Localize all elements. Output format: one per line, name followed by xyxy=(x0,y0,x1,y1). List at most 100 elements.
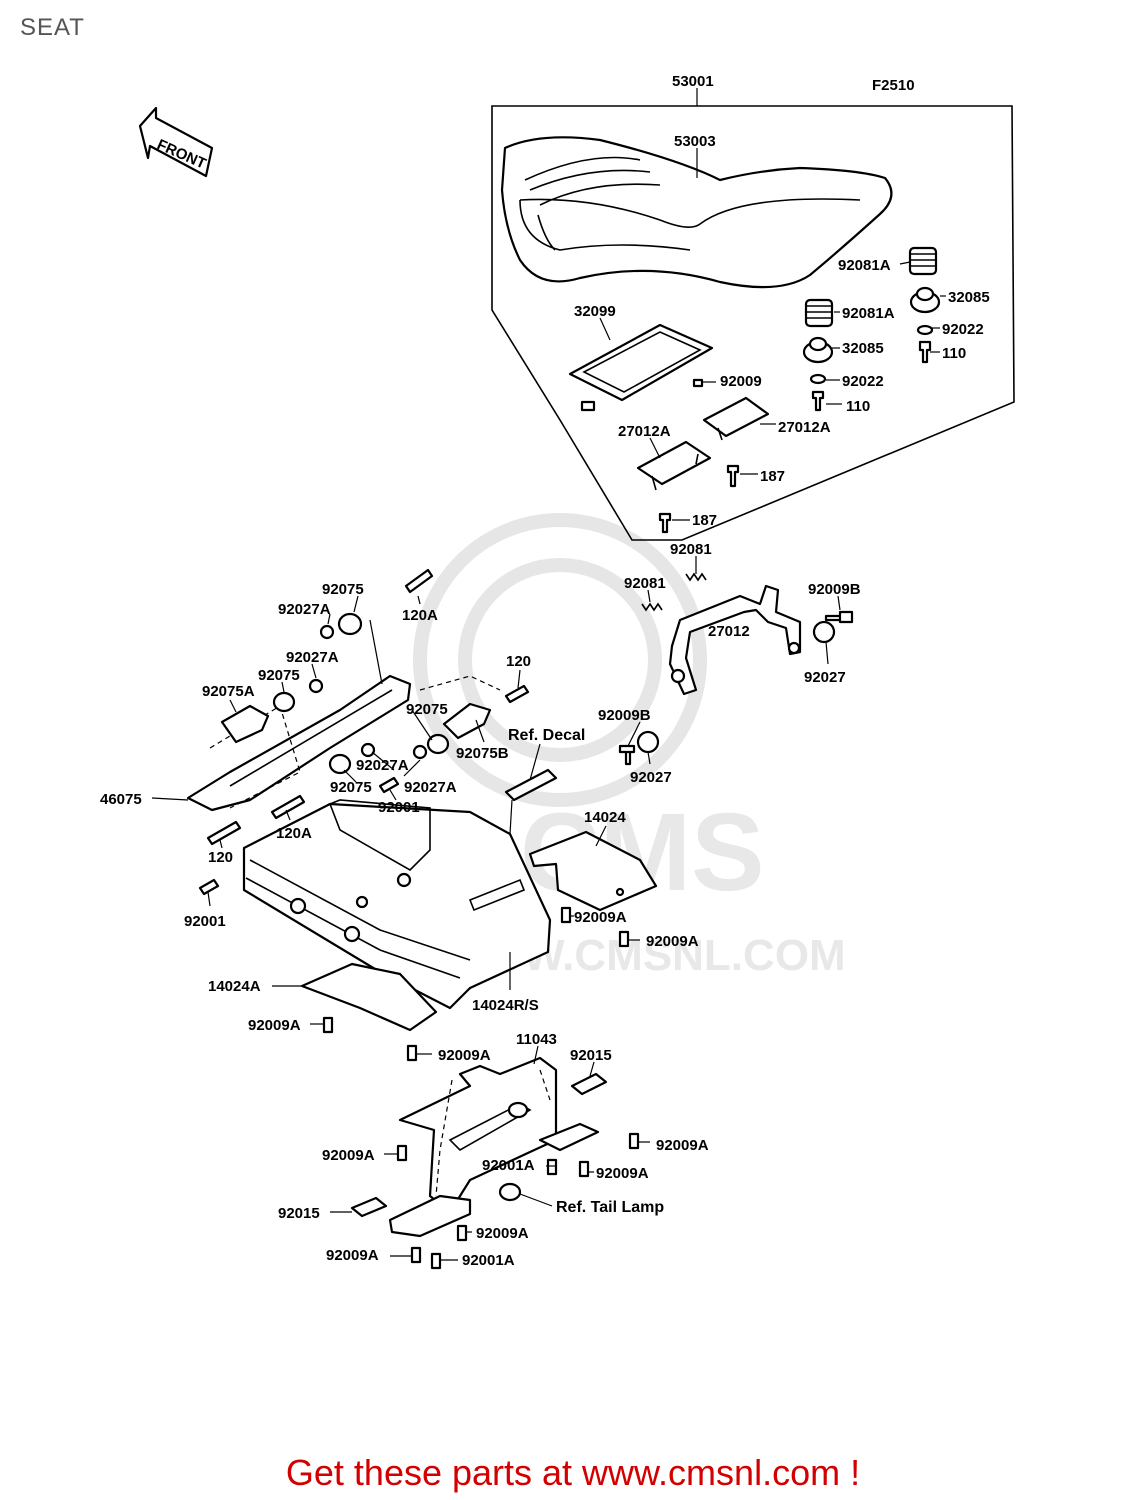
label-92027: 92027 xyxy=(804,669,846,686)
label-92009A: 92009A xyxy=(596,1165,649,1182)
leader-lines xyxy=(151,261,946,1261)
screw-92001-a xyxy=(378,776,400,794)
label-92009A: 92009A xyxy=(322,1147,375,1164)
label-92027A: 92027A xyxy=(286,649,339,666)
bolt-92009A-d xyxy=(406,1044,418,1062)
label-92009B: 92009B xyxy=(808,581,861,598)
label-92075A: 92075A xyxy=(202,683,255,700)
label-120A: 120A xyxy=(276,825,312,842)
label-14024: 14024 xyxy=(584,809,626,826)
label-11043: 11043 xyxy=(516,1031,557,1048)
label-92009A: 92009A xyxy=(476,1225,529,1242)
nut-92027A-c xyxy=(412,744,428,760)
bush-92075-d xyxy=(328,753,352,775)
label-46075: 46075 xyxy=(100,791,142,808)
bolt-187-b xyxy=(658,512,672,534)
bolt-120A-b xyxy=(270,794,306,820)
label-92001A: 92001A xyxy=(482,1157,535,1174)
label-27012A: 27012A xyxy=(618,423,671,440)
label-120: 120 xyxy=(506,653,531,670)
bush-92075-b xyxy=(272,691,296,713)
footer-link[interactable]: Get these parts at www.cmsnl.com ! xyxy=(285,1452,861,1493)
label-92009: 92009 xyxy=(720,373,762,390)
bush-92075A xyxy=(220,704,270,744)
label-92075: 92075 xyxy=(322,581,364,598)
label-14024RS: 14024R/S xyxy=(472,997,539,1014)
bolt-110-a xyxy=(918,340,932,364)
bolt-92009A-c xyxy=(322,1016,334,1034)
spring-92081-b xyxy=(641,602,663,612)
washer-92022-a xyxy=(916,324,934,336)
label-27012: 27012 xyxy=(708,623,750,640)
label-92022: 92022 xyxy=(842,373,884,390)
bolt-120A-a xyxy=(404,568,434,594)
spring-92081A-a xyxy=(908,246,938,276)
bush-92075-c xyxy=(426,733,450,755)
clip-92015-a xyxy=(570,1072,608,1096)
tail-cover-14024RS xyxy=(242,799,552,1010)
grommet xyxy=(498,1182,522,1202)
label-92009A: 92009A xyxy=(326,1247,379,1264)
bolt-187-a xyxy=(726,464,740,488)
label-110: 110 xyxy=(846,398,870,415)
parts-diagram: CMS WWW.CMSNL.COM FRONT F2510 xyxy=(100,73,1015,1270)
damper-32085-b xyxy=(802,336,834,364)
washer-92022-b xyxy=(809,373,827,385)
label-92027A: 92027A xyxy=(278,601,331,618)
bracket-27012A-a xyxy=(636,440,712,491)
label-32085: 32085 xyxy=(948,289,990,306)
label-92009A: 92009A xyxy=(656,1137,709,1154)
label-14024A: 14024A xyxy=(208,978,261,995)
spring-92081-a xyxy=(685,572,707,582)
spring-92081A-b xyxy=(804,298,834,328)
label-92015: 92015 xyxy=(278,1205,320,1222)
nut-92027-b xyxy=(636,730,660,754)
nut-92027-a xyxy=(812,620,836,644)
screw-92001A-a xyxy=(546,1158,558,1176)
bolt-92009A-h xyxy=(456,1224,468,1242)
label-32085: 32085 xyxy=(842,340,884,357)
front-arrow-icon: FRONT xyxy=(138,106,214,178)
nut-92027A-a xyxy=(319,624,335,640)
label-92027A: 92027A xyxy=(404,779,457,796)
screw-92001-b xyxy=(198,878,220,896)
label-32099: 32099 xyxy=(574,303,616,320)
bolt-92009A-b xyxy=(618,930,630,948)
bush-92075B xyxy=(442,702,492,740)
label-92081A: 92081A xyxy=(842,305,895,322)
bracket-27012 xyxy=(668,584,802,696)
label-110: 110 xyxy=(942,345,966,362)
label-92075: 92075 xyxy=(258,667,300,684)
clip-92015-b xyxy=(350,1196,388,1218)
label-92022: 92022 xyxy=(942,321,984,338)
label-92009A: 92009A xyxy=(248,1017,301,1034)
label-92001A: 92001A xyxy=(462,1252,515,1269)
plate-14024A xyxy=(300,962,438,1032)
bolt-120-b xyxy=(206,820,242,846)
bolt-110-b xyxy=(811,390,825,412)
bolt-92009-a xyxy=(692,378,704,388)
label-27012A: 27012A xyxy=(778,419,831,436)
label-92009A: 92009A xyxy=(646,933,699,950)
bolt-92009A-a xyxy=(560,906,572,924)
label-187: 187 xyxy=(692,512,717,529)
bolt-92009A-g xyxy=(578,1160,590,1178)
label-92027: 92027 xyxy=(630,769,672,786)
bolt-92009A-i xyxy=(410,1246,422,1264)
label-92075: 92075 xyxy=(406,701,448,718)
bolt-92009A-e xyxy=(396,1144,408,1162)
label-187: 187 xyxy=(760,468,785,485)
nut-92027A-b xyxy=(308,678,324,694)
label-92009A: 92009A xyxy=(574,909,627,926)
cover-plate-14024 xyxy=(528,830,658,912)
label-120: 120 xyxy=(208,849,233,866)
label-92001: 92001 xyxy=(184,913,226,930)
label-92081A: 92081A xyxy=(838,257,891,274)
label-92081: 92081 xyxy=(624,575,666,592)
nut-92027A-d xyxy=(360,742,376,758)
seat xyxy=(500,136,893,289)
decal xyxy=(504,768,558,802)
label-92015: 92015 xyxy=(570,1047,612,1064)
damper-32085-a xyxy=(909,286,941,314)
label-92075: 92075 xyxy=(330,779,372,796)
